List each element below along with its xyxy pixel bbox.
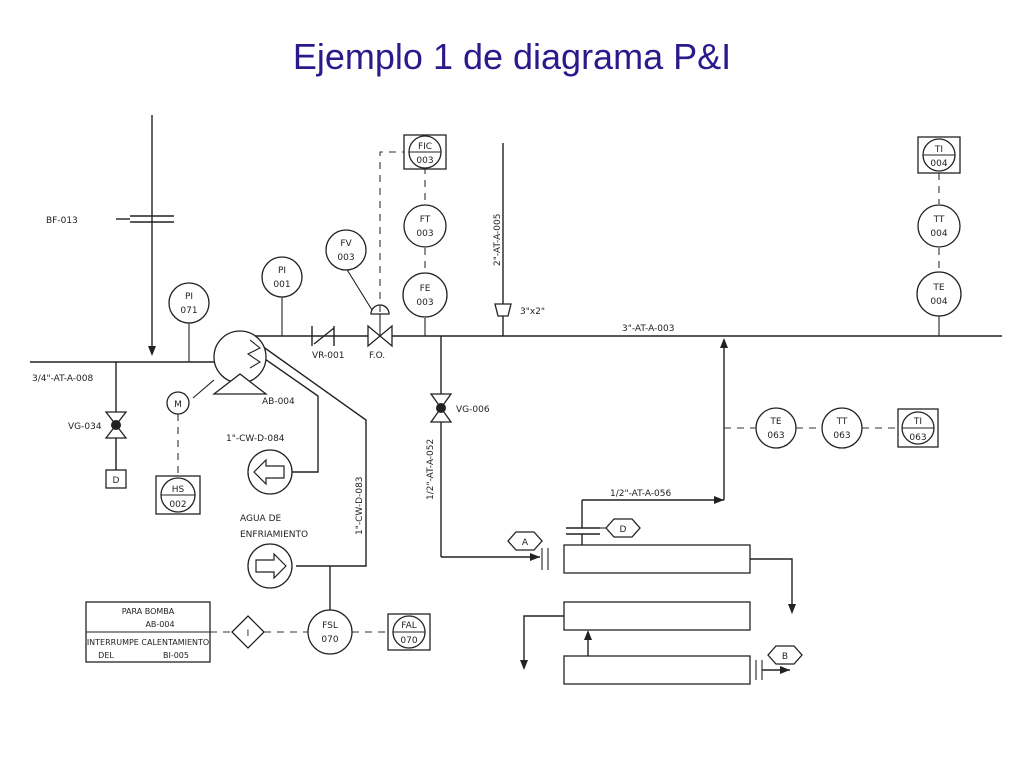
vr-001-label: VR-001 [312,351,344,361]
fe-003-num: 003 [416,298,433,308]
note-line5: BI-005 [163,651,189,660]
note-line4: DEL [98,651,114,660]
note-line2: AB-004 [145,620,174,629]
agua-line1: AGUA DE [240,514,282,524]
line-labels: BF-013 3/4"-AT-A-008 VG-034 VR-001 F.O. … [32,214,674,540]
ti-004-tag: TI [934,145,943,155]
line-008-label: 3/4"-AT-A-008 [32,374,94,384]
motor-m: M [166,391,190,415]
tt-063: TT 063 [821,407,863,449]
fe-003: FE 003 [402,272,448,318]
tt-004: TT 004 [917,204,961,248]
te-004-num: 004 [930,297,947,307]
fe-003-tag: FE [420,284,431,294]
conn-b-text: B [782,652,788,662]
tt-004-tag: TT [933,215,945,225]
fic-003-tag: FIC [418,142,432,152]
hs-002: HS 002 [155,475,201,515]
ti-004: TI 004 [917,136,961,174]
conn-a-text: A [522,538,529,548]
motor-tag: M [174,400,182,410]
cooling-water-in-arrow [247,449,293,495]
cw-084-label: 1"-CW-D-084 [226,434,285,444]
ft-003: FT 003 [403,204,447,248]
note-line1: PARA BOMBA [122,607,175,616]
cooling-water-out-arrow [247,543,293,589]
pi-001: PI 001 [261,256,303,298]
valves [104,304,453,439]
pi-001-num: 001 [273,280,290,290]
te-063: TE 063 [755,407,797,449]
heat-exchanger [520,544,796,685]
signal-lines [115,151,940,633]
interlock-tag: I [247,629,250,639]
fv-003: FV 003 [325,229,367,271]
ab-004-label: AB-004 [262,397,295,407]
d-box: D [105,469,127,489]
hs-002-num: 002 [169,500,186,510]
pump-ab-004 [212,330,268,395]
te-004: TE 004 [916,271,962,317]
ft-003-tag: FT [420,215,431,225]
vg-006-label: VG-006 [456,405,490,415]
line-003-label: 3"-AT-A-003 [622,324,674,334]
bf-013-label: BF-013 [46,216,78,226]
d-box-text: D [113,476,120,486]
ft-003-num: 003 [416,229,433,239]
conn-d-text: D [620,525,627,535]
tt-063-tag: TT [836,417,848,427]
fv-003-num: 003 [337,253,354,263]
interlock-note-box: PARA BOMBA AB-004 INTERRUMPE CALENTAMIEN… [85,601,211,663]
fsl-070: FSL 070 [307,609,353,655]
ti-063: TI 063 [897,408,939,448]
ti-004-num: 004 [930,159,947,169]
interlock-i: I [231,615,265,649]
te-063-num: 063 [767,431,784,441]
pi-071-tag: PI [185,292,193,302]
fsl-070-tag: FSL [322,621,338,631]
fal-070: FAL 070 [387,613,431,651]
fal-070-tag: FAL [401,621,417,631]
pi-001-tag: PI [278,266,286,276]
fic-003-num: 003 [416,156,433,166]
pi-071-num: 071 [180,306,197,316]
cw-083-label: 1"-CW-D-083 [355,476,365,535]
tt-004-num: 004 [930,229,947,239]
connector-d: D [600,518,641,538]
hs-002-tag: HS [172,485,185,495]
fic-003: FIC 003 [403,134,447,170]
fal-070-num: 070 [400,636,417,646]
fsl-070-num: 070 [321,635,338,645]
te-063-tag: TE [769,417,781,427]
line-056-label: 1/2"-AT-A-056 [610,489,672,499]
te-004-tag: TE [932,283,944,293]
pi-071: PI 071 [168,282,210,324]
line-005-label: 2"-AT-A-005 [493,214,503,266]
ti-063-tag: TI [913,417,922,427]
fv-003-tag: FV [340,239,352,249]
slide-title: Ejemplo 1 de diagrama P&I [292,36,732,77]
vg-034-label: VG-034 [68,422,102,432]
connector-b: B [767,645,803,665]
note-line3: INTERRUMPE CALENTAMIENTO [87,638,209,647]
ti-063-num: 063 [909,433,926,443]
line-052-label: 1/2"-AT-A-052 [426,439,436,500]
connector-a: A [507,531,543,551]
reducer-label: 3"x2" [520,307,545,317]
agua-line2: ENFRIAMIENTO [240,530,308,540]
tt-063-num: 063 [833,431,850,441]
process-lines [30,115,1002,612]
fo-label: F.O. [369,351,385,361]
